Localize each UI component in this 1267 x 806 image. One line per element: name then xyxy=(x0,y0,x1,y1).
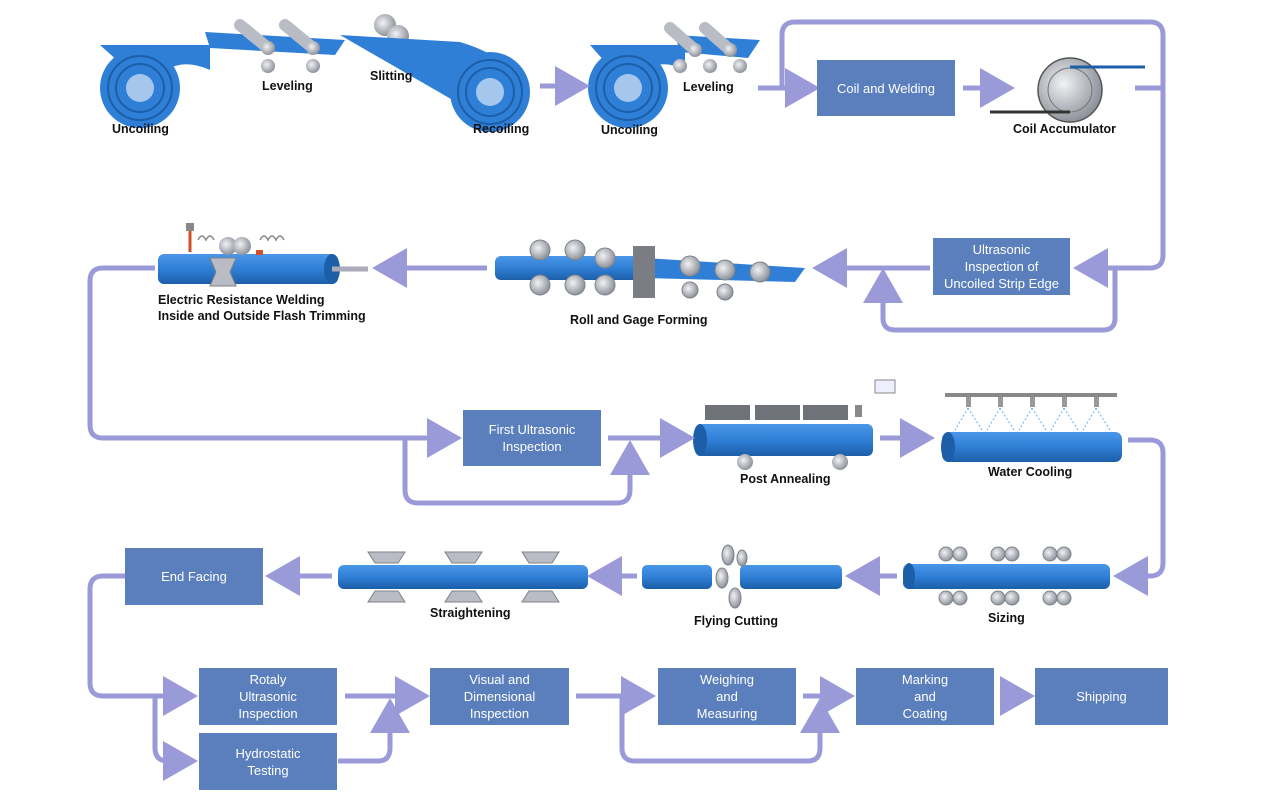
leveling-2-graphic xyxy=(664,22,760,73)
label-water-cooling: Water Cooling xyxy=(988,465,1073,479)
label-erw: Electric Resistance Welding Inside and O… xyxy=(158,293,366,323)
label-leveling-2: Leveling xyxy=(683,80,734,94)
uncoiling-2-graphic xyxy=(588,45,685,128)
label-recoiling: Recoiling xyxy=(473,122,530,136)
sizing-graphic xyxy=(903,546,1110,606)
rotaly-ultrasonic-box: Rotaly Ultrasonic Inspection xyxy=(199,668,337,725)
hydrostatic-box: Hydrostatic Testing xyxy=(199,733,337,790)
label-uncoiling-1: Uncoiling xyxy=(112,122,169,136)
label-slitting: Slitting xyxy=(370,69,413,83)
connector-arrows xyxy=(87,19,1166,781)
label-straightening: Straightening xyxy=(430,606,511,620)
label-leveling-1: Leveling xyxy=(262,79,313,93)
label-post-annealing: Post Annealing xyxy=(740,472,831,486)
label-sizing: Sizing xyxy=(988,611,1025,625)
post-annealing-graphic xyxy=(693,379,896,470)
visual-dimensional-box: Visual and Dimensional Inspection xyxy=(430,668,569,725)
leveling-1-graphic xyxy=(205,19,345,73)
uncoiling-1-graphic xyxy=(100,45,210,128)
label-roll-gage-forming: Roll and Gage Forming xyxy=(570,313,708,327)
water-cooling-graphic xyxy=(941,393,1122,462)
roll-gage-forming-graphic xyxy=(495,239,805,301)
label-uncoiling-2: Uncoiling xyxy=(601,123,658,137)
ultrasonic-strip-box: Ultrasonic Inspection of Uncoiled Strip … xyxy=(933,238,1070,295)
shipping-box: Shipping xyxy=(1035,668,1168,725)
coil-welding-box: Coil and Welding xyxy=(817,60,955,116)
recoiling-graphic xyxy=(340,35,530,132)
flying-cutting-graphic xyxy=(642,544,842,609)
end-facing-box: End Facing xyxy=(125,548,263,605)
weighing-box: Weighing and Measuring xyxy=(658,668,796,725)
label-coil-accumulator: Coil Accumulator xyxy=(1013,122,1117,136)
first-ultrasonic-box: First Ultrasonic Inspection xyxy=(463,410,601,466)
erw-graphic xyxy=(158,223,368,287)
straightening-graphic xyxy=(338,551,588,603)
coil-accumulator-graphic xyxy=(990,57,1145,123)
label-flying-cutting: Flying Cutting xyxy=(694,614,779,628)
marking-box: Marking and Coating xyxy=(856,668,994,725)
